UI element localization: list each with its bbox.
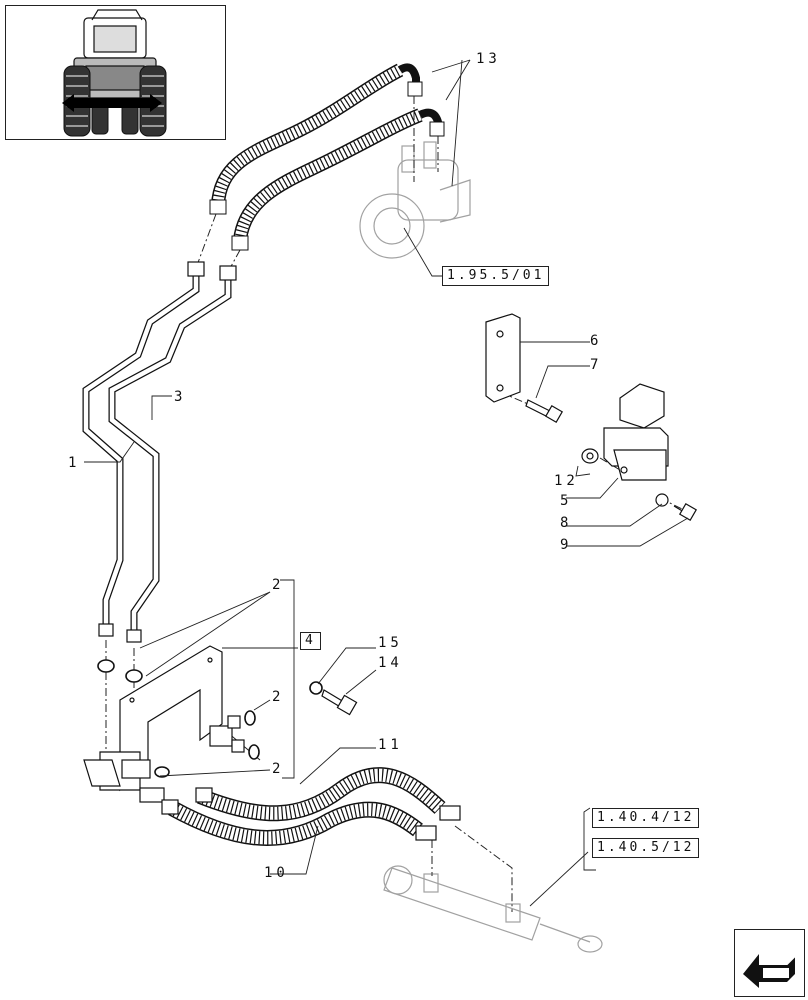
arrow-back-icon <box>743 954 796 988</box>
ref-cylinder-2[interactable]: 1.40.5/12 <box>592 838 700 858</box>
label-2-top: 2 <box>272 577 285 593</box>
label-2-bottom: 2 <box>272 761 285 777</box>
ref-cylinder-1[interactable]: 1.40.4/12 <box>592 808 700 828</box>
rigid-pipes-inner <box>83 268 231 636</box>
tractor-thumbnail[interactable] <box>5 5 226 140</box>
label-7: 7 <box>590 357 603 373</box>
label-8: 8 <box>560 515 573 531</box>
washer-8-bolt-9 <box>655 493 698 522</box>
steering-unit <box>359 141 471 259</box>
hose-13 <box>209 63 445 251</box>
washers-2 <box>97 659 323 778</box>
nut-12 <box>581 448 599 464</box>
tractor-front-icon <box>62 9 167 137</box>
label-2-middle: 2 <box>272 689 285 705</box>
label-9: 9 <box>560 537 573 553</box>
support-plate-6 <box>485 313 521 403</box>
label-10: 10 <box>264 865 289 881</box>
steering-cylinder <box>383 865 603 953</box>
ref-steering-unit[interactable]: 1.95.5/01 <box>442 266 550 286</box>
bolt-14 <box>321 689 358 716</box>
label-12: 12 <box>554 473 579 489</box>
assembly-centerlines <box>105 96 685 912</box>
hoses-10-11 <box>168 767 446 846</box>
label-14: 14 <box>378 655 403 671</box>
label-11: 11 <box>378 737 403 753</box>
label-13: 13 <box>476 51 501 67</box>
hose-fittings <box>139 787 461 841</box>
label-15: 15 <box>378 635 403 651</box>
bracket-5 <box>603 383 669 481</box>
bolt-7 <box>525 399 564 424</box>
label-3: 3 <box>174 389 187 405</box>
label-6: 6 <box>590 333 603 349</box>
back-navigation-button[interactable] <box>734 929 805 997</box>
ref-kit-4[interactable]: 4 <box>300 632 321 650</box>
label-1: 1 <box>68 455 81 471</box>
label-5: 5 <box>560 493 573 509</box>
pipe-nuts <box>98 261 237 643</box>
leader-lines <box>84 59 689 907</box>
